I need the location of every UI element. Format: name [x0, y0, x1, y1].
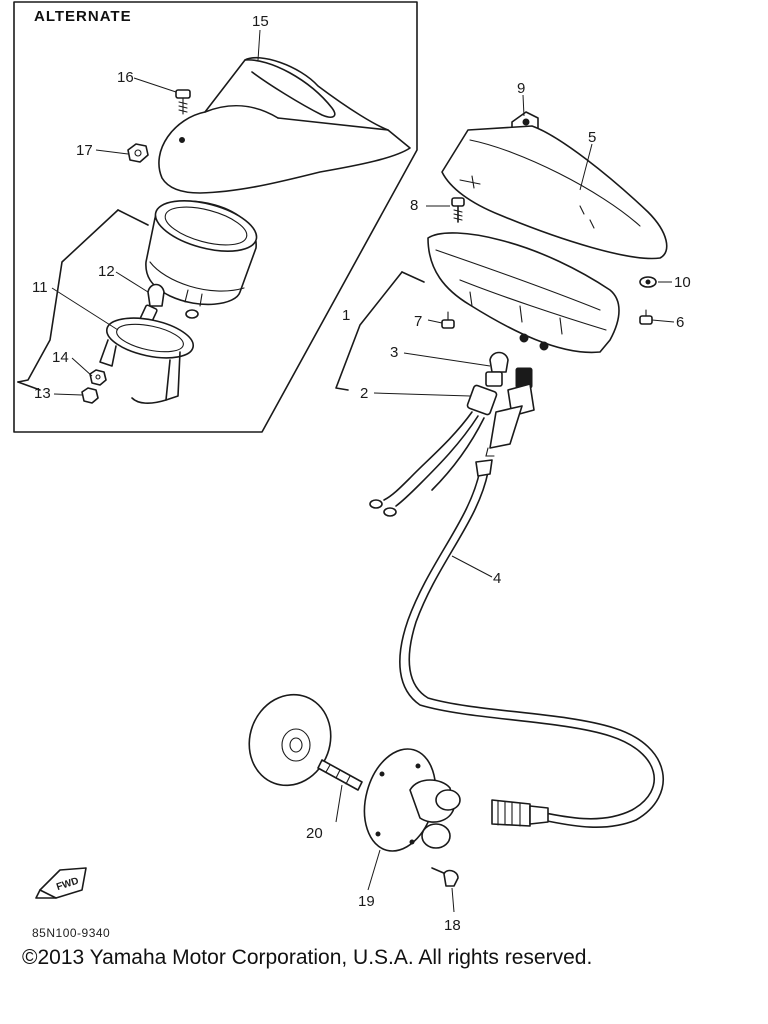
- callout-9: 9: [517, 80, 525, 97]
- shaft-20: [317, 759, 363, 791]
- cable-upper-end: [485, 367, 535, 457]
- nut-13: [81, 387, 99, 404]
- callout-13: 13: [34, 385, 51, 402]
- callout-12: 12: [98, 263, 115, 280]
- nut-17: [127, 143, 149, 163]
- inset-assembly-bracket: [17, 209, 119, 383]
- housing-assembly-bracket: [335, 271, 403, 391]
- callout-20: 20: [306, 825, 323, 842]
- visor-cowl: [158, 56, 411, 194]
- callout-6: 6: [676, 314, 684, 331]
- meter-housing-1: [427, 232, 620, 354]
- callout-10: 10: [674, 274, 691, 291]
- callout-11: 11: [32, 279, 48, 296]
- callout-8: 8: [410, 197, 418, 214]
- callout-18: 18: [444, 917, 461, 934]
- callout-14: 14: [52, 349, 69, 366]
- callout-5: 5: [588, 129, 596, 146]
- screw-16: [175, 89, 191, 115]
- callout-2: 2: [360, 385, 368, 402]
- bolt-18: [431, 867, 459, 887]
- meter-bracket-11: [99, 309, 199, 404]
- bulb-3: [485, 351, 509, 387]
- gear-unit-19: [363, 748, 461, 852]
- screw-6: [639, 309, 653, 325]
- catalog-code: 85N100-9340: [32, 926, 111, 940]
- callout-4: 4: [493, 570, 501, 587]
- cable-lower-end: [491, 799, 549, 827]
- callout-19: 19: [358, 893, 375, 910]
- callout-numbers: 15 16 17 12 11 14 13 9 5 8 10 1 6 7 3 2 …: [32, 13, 691, 934]
- speedometer-cable-4: [399, 459, 664, 828]
- callout-17: 17: [76, 142, 93, 159]
- screw-8: [451, 197, 465, 223]
- callout-1: 1: [342, 307, 350, 324]
- cushion-10: [639, 276, 657, 288]
- inset-meter-body: [145, 200, 258, 307]
- copyright-notice: ©2013 Yamaha Motor Corporation, U.S.A. A…: [22, 946, 593, 969]
- callout-7: 7: [414, 313, 422, 330]
- fwd-arrow-badge: FWD: [35, 867, 87, 899]
- meter-cover-5: [441, 125, 668, 260]
- screw-7: [441, 311, 455, 329]
- callout-15: 15: [252, 13, 269, 30]
- socket-wires-2: [369, 384, 498, 517]
- leader-lines: [51, 29, 675, 913]
- inset-title: ALTERNATE: [34, 8, 132, 25]
- callout-3: 3: [390, 344, 398, 361]
- callout-16: 16: [117, 69, 134, 86]
- nut-14: [89, 369, 107, 386]
- inset-frame: [13, 1, 418, 433]
- brake-disc: [248, 693, 332, 787]
